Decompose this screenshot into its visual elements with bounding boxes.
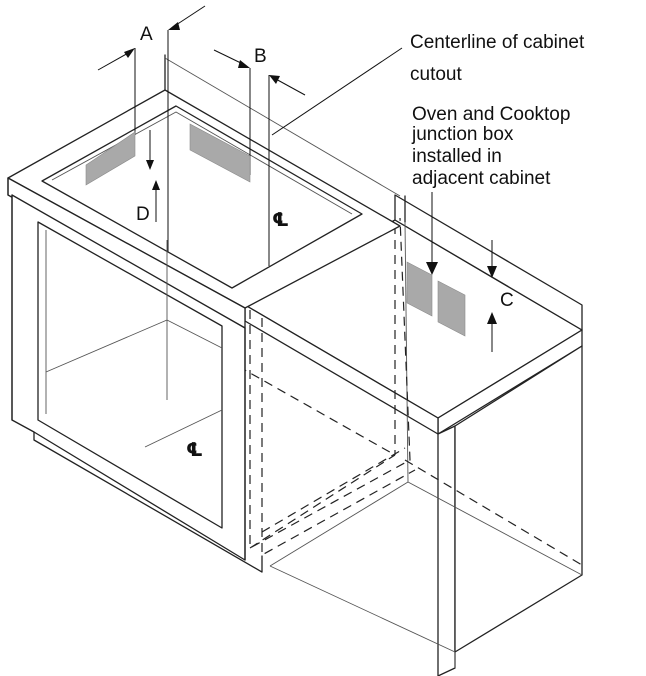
adjacent-floor-line xyxy=(269,565,456,653)
label-a: A xyxy=(140,24,153,45)
arrow-junction-box-head xyxy=(426,262,438,275)
arrow-b-right-head xyxy=(269,75,280,84)
adjacent-cabinet-front-stile xyxy=(437,425,456,676)
interior-floor-back xyxy=(45,319,168,373)
junction-box-shadows xyxy=(85,123,466,337)
centerline-symbol-bottom: ℄ xyxy=(186,440,203,461)
arrow-a-left xyxy=(97,51,131,71)
arrow-a-left-head xyxy=(124,48,135,58)
adjacent-back-floor-line xyxy=(269,481,409,567)
junction-box-right xyxy=(437,280,466,337)
label-b: B xyxy=(254,46,267,67)
cutout-inner-edge xyxy=(51,111,353,215)
adjacent-back-corner xyxy=(404,221,409,483)
junction-note-line1: Oven and Cooktop xyxy=(412,104,570,125)
dashed-inner-left xyxy=(261,318,416,557)
arrow-b-right xyxy=(273,77,306,96)
cabinet-opening xyxy=(37,221,223,529)
interior-centerline-mark xyxy=(144,409,223,448)
arrow-b-left-head xyxy=(238,60,250,68)
centerline-note-line2: cutout xyxy=(410,64,462,85)
cutout-shadow-right xyxy=(189,123,251,183)
centerline-note-line1: Centerline of cabinet xyxy=(410,32,585,53)
cabinet-toe-kick xyxy=(33,431,263,573)
arrow-d-top-head xyxy=(146,160,154,170)
centerline-symbol-top: ℄ xyxy=(272,210,289,231)
diagram-labels: A B D ℄ ℄ C Centerline of cabinet cutout… xyxy=(136,24,585,461)
wall-top-line xyxy=(164,57,401,197)
dashed-adjacent-floor xyxy=(404,459,583,566)
centerline-leader xyxy=(271,47,403,136)
label-c-right: C xyxy=(500,290,514,311)
arrow-c-top-head xyxy=(487,266,497,278)
dashed-front-left xyxy=(249,217,411,550)
arrow-c-bottom-head xyxy=(487,312,497,324)
arrow-d-bottom-head xyxy=(152,180,160,190)
dashed-bottom-back xyxy=(261,447,406,533)
label-d: D xyxy=(136,204,150,225)
adjacent-back-bottom-line xyxy=(407,481,583,576)
junction-note-line4: adjacent cabinet xyxy=(412,168,551,189)
interior-floor-side xyxy=(166,319,223,349)
dimension-arrows xyxy=(97,5,497,352)
dashed-bottom-front xyxy=(249,454,396,549)
arrow-a-right-head xyxy=(168,22,180,30)
junction-note-line3: installed in xyxy=(412,146,502,167)
junction-note-line2: junction box xyxy=(411,124,514,145)
cutout-cabinet xyxy=(7,54,401,573)
junction-box-left xyxy=(406,261,433,317)
cutout-shadow-left xyxy=(85,131,136,186)
adjacent-cabinet xyxy=(244,194,583,676)
